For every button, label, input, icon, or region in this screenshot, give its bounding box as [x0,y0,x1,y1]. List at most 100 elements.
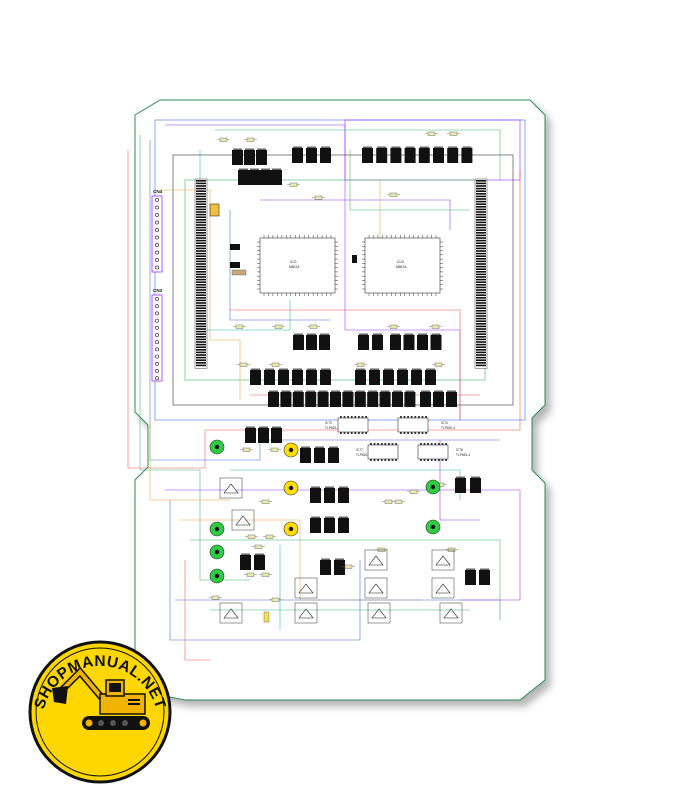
ic-chip [306,335,317,350]
header-pin [196,284,206,286]
indicator-center [288,447,294,453]
ic-lead [250,168,259,170]
dip-pin [420,443,422,445]
header-pin [476,320,486,322]
connector-pin [155,361,159,366]
ic-lead [426,368,435,370]
dip-pin [347,432,349,434]
header-pin [196,260,206,263]
opto-ic73-part: TLP620-4 [325,426,339,430]
connector-pin [155,243,159,247]
ic-lead [421,390,430,392]
trace-line [230,309,461,420]
header-pin [196,195,206,198]
header-pin [196,304,206,307]
dip-pin [350,416,353,418]
passive-component [394,499,403,504]
passive-component [389,192,398,197]
ic-lead [307,368,316,370]
ic-chip [292,392,304,407]
ic-chip [461,148,473,163]
dip-pin [441,443,444,445]
dip-pin [358,432,360,434]
header-pin [476,317,486,320]
dip-pin [384,459,387,461]
dip-pin [373,459,376,461]
ic-chip [305,392,317,407]
ic-chip [238,170,249,185]
ic-lead [257,148,266,150]
passive-component [427,131,436,136]
ic-chip [268,392,279,407]
header-pin [476,250,486,252]
trace-line [439,440,480,521]
ic-chip [470,478,481,493]
header-pin [476,229,486,231]
ic-lead [384,368,393,370]
header-pin [196,265,206,268]
ic-lead [307,333,316,335]
ic-chip [330,392,341,407]
ic-chip [372,335,383,350]
header-pin [476,315,486,317]
trace-line [349,150,470,211]
ic-lead [315,446,324,448]
header-pin [476,354,486,356]
dip-pin [373,443,376,445]
dip-pin [380,443,383,445]
ic-chip [417,335,428,350]
header-pin [196,278,206,281]
bridge-diode [223,483,239,494]
dip-pin [350,432,353,434]
bridge-diode [368,583,384,594]
ic-chip [278,370,289,385]
header-pin [196,328,206,330]
ic-chip [358,335,369,350]
header-pin [196,182,206,185]
header-pin [196,245,206,247]
header-pin [476,294,486,296]
header-pin [196,268,206,270]
ic-lead [462,146,472,148]
ic-chip [392,392,403,407]
ic-lead [320,333,329,335]
dip-pin [421,416,424,418]
header-pin [476,255,486,257]
ic-lead [418,333,427,335]
bridge-rectifier [231,509,255,531]
passive-component-group [209,131,460,623]
header-pin [196,242,206,244]
ic-chip [354,392,366,407]
header-pin [196,224,206,226]
passive-component [211,595,220,600]
ic-chip [455,478,466,493]
ic-lead [412,368,421,370]
ic-chip [446,392,457,407]
connector-pin [155,325,159,330]
header-pin [476,307,486,309]
ic-lead [404,333,414,335]
ic-lead [466,568,475,570]
ic-lead [370,368,379,370]
ic-chip [292,148,303,163]
header-pin [196,203,206,205]
header-pin [476,343,486,346]
dip-pin [434,459,437,461]
ic-chip [379,392,391,407]
opto-ic74-ref: IC74 [441,421,448,425]
header-pin [196,362,206,364]
dip-pin [343,432,346,434]
ic-chip [479,570,490,585]
header-pin [196,263,206,265]
indicator-center [430,484,436,490]
dip-pin [410,416,413,418]
dip-pin [434,443,437,445]
dip-pin [418,432,420,434]
opto-ic73-ref: IC73 [325,421,332,425]
dip-pin [340,416,342,418]
header-pin [476,310,486,312]
header-pin [196,221,206,224]
dip-pin [403,432,406,434]
dip-pin [418,416,420,418]
